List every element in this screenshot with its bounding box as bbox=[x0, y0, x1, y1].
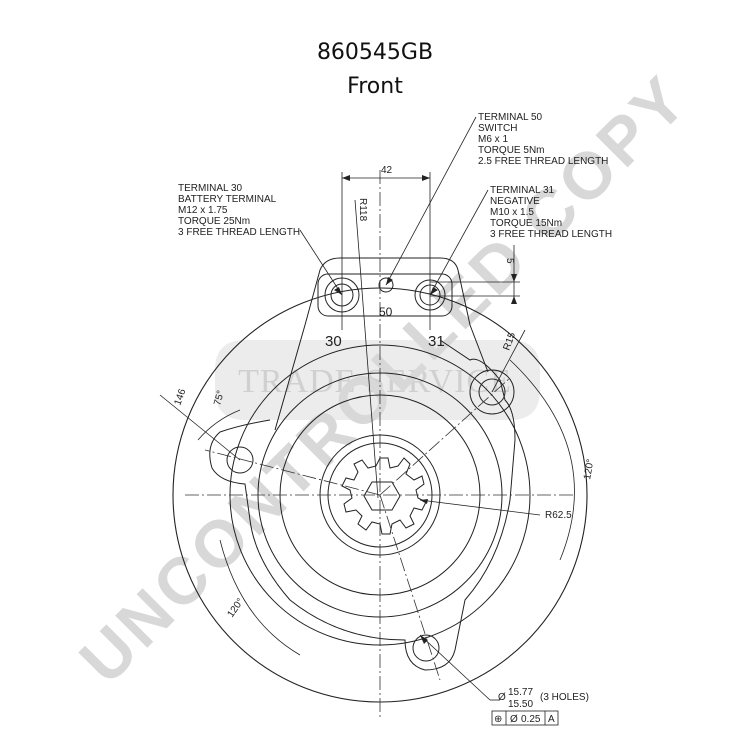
terminal-50-line-4: TORQUE 5Nm bbox=[478, 145, 545, 156]
centre-line-to-bottom-hole bbox=[379, 494, 441, 681]
arrowhead-hole bbox=[420, 635, 428, 644]
tolerance-diameter-symbol: Ø bbox=[510, 714, 518, 725]
mounting-flange-outline bbox=[209, 339, 516, 671]
tolerance-frame-box bbox=[491, 710, 559, 726]
terminal-30-leader bbox=[299, 229, 343, 296]
terminal-30-line-2: BATTERY TERMINAL bbox=[178, 194, 277, 205]
hole-diameter-symbol: Ø bbox=[498, 692, 506, 703]
dim-r118-label: R118 bbox=[357, 198, 368, 222]
tolerance-datum: A bbox=[548, 714, 555, 725]
centre-line-to-left-hole bbox=[204, 449, 381, 496]
terminal-30-line-4: TORQUE 25Nm bbox=[178, 216, 250, 227]
dim-120-arc-right bbox=[509, 359, 575, 561]
arrowhead-42-left bbox=[342, 175, 350, 181]
terminal-50-callout: TERMINAL 50 SWITCH M6 x 1 TORQUE 5Nm 2.5… bbox=[478, 112, 608, 167]
terminal-31-callout: TERMINAL 31 NEGATIVE M10 x 1.5 TORQUE 15… bbox=[490, 185, 612, 240]
dim-r625-leader bbox=[419, 499, 541, 516]
terminal-31-line-5: 3 FREE THREAD LENGTH bbox=[490, 229, 612, 240]
terminal-31-line-3: M10 x 1.5 bbox=[490, 207, 534, 218]
hole-callout-leader bbox=[419, 634, 491, 701]
terminal-30-callout: TERMINAL 30 BATTERY TERMINAL M12 x 1.75 … bbox=[178, 183, 300, 238]
arrowhead-terminal-30 bbox=[334, 287, 342, 295]
pinion-gear bbox=[341, 457, 427, 535]
arrowhead-terminal-50 bbox=[386, 277, 393, 285]
arrowhead-5-top bbox=[511, 274, 517, 282]
terminal-30-label: 30 bbox=[325, 333, 342, 350]
arrowhead-terminal-31 bbox=[430, 287, 438, 295]
dim-120-left-label: 120° bbox=[225, 596, 246, 619]
dim-r15-leader bbox=[491, 329, 526, 393]
terminal-30-line-3: M12 x 1.75 bbox=[178, 205, 228, 216]
mounting-hole-bottom bbox=[412, 634, 440, 662]
tolerance-frame: ⊕ Ø 0.25 A bbox=[491, 710, 559, 726]
mounting-hole-left bbox=[226, 446, 254, 474]
watermark-badge bbox=[215, 340, 540, 420]
terminal-31-label: 31 bbox=[428, 333, 445, 350]
terminal-50-stud bbox=[378, 277, 394, 293]
hole-diameter-lower: 15.50 bbox=[508, 699, 533, 710]
dim-r118-leader bbox=[354, 199, 379, 499]
terminal-50-leader bbox=[385, 116, 477, 286]
hole-diameter-upper: 15.77 bbox=[508, 687, 533, 698]
terminal-30-line-5: 3 FREE THREAD LENGTH bbox=[178, 227, 300, 238]
terminal-50-line-5: 2.5 FREE THREAD LENGTH bbox=[478, 156, 608, 167]
terminal-50-line-3: M6 x 1 bbox=[478, 134, 508, 145]
dim-146-label: 146 bbox=[172, 387, 188, 407]
arrowheads bbox=[334, 175, 517, 644]
dim-120-arc-left bbox=[219, 539, 301, 656]
dim-120-right-label: 120° bbox=[582, 458, 596, 480]
dim-5-label: 5 bbox=[504, 258, 515, 264]
terminal-50-line-2: SWITCH bbox=[478, 123, 517, 134]
centre-lines bbox=[185, 170, 575, 720]
terminal-31-leader bbox=[429, 189, 489, 296]
terminal-31-line-4: TORQUE 15Nm bbox=[490, 218, 562, 229]
terminal-31-line-1: TERMINAL 31 bbox=[490, 185, 555, 196]
terminal-50-label: 50 bbox=[379, 305, 393, 319]
centre-line-to-right-hole bbox=[379, 377, 511, 496]
terminal-block-face bbox=[317, 273, 453, 317]
arrowhead-5-bottom bbox=[511, 296, 517, 304]
view-title: Front bbox=[347, 74, 403, 99]
dim-75-arc bbox=[197, 409, 241, 441]
arrowhead-r625 bbox=[420, 499, 428, 504]
arrowhead-42-right bbox=[422, 175, 430, 181]
terminal-31-line-2: NEGATIVE bbox=[490, 196, 540, 207]
dimension-lines bbox=[159, 116, 575, 701]
hole-count: (3 HOLES) bbox=[540, 692, 589, 703]
mounting-hole-upper-right bbox=[478, 378, 506, 406]
dim-42-label: 42 bbox=[381, 165, 393, 176]
tolerance-value: 0.25 bbox=[521, 714, 541, 725]
dim-75-label: 75° bbox=[212, 389, 227, 406]
dim-r625-label: R62.5 bbox=[545, 510, 572, 521]
position-symbol: ⊕ bbox=[494, 714, 502, 725]
mounting-boss-upper-right bbox=[469, 369, 515, 415]
dim-146-line bbox=[159, 394, 241, 461]
terminal-block-skirt bbox=[274, 324, 489, 431]
hole-callout: Ø 15.77 15.50 (3 HOLES) bbox=[498, 687, 589, 710]
pinion-hex-bore bbox=[363, 481, 401, 511]
watermark-brand: TRADE SERVICE bbox=[238, 363, 512, 400]
terminal-50-line-1: TERMINAL 50 bbox=[478, 112, 543, 123]
terminal-30-line-1: TERMINAL 30 bbox=[178, 183, 243, 194]
part-number-title: 860545GB bbox=[316, 40, 434, 65]
